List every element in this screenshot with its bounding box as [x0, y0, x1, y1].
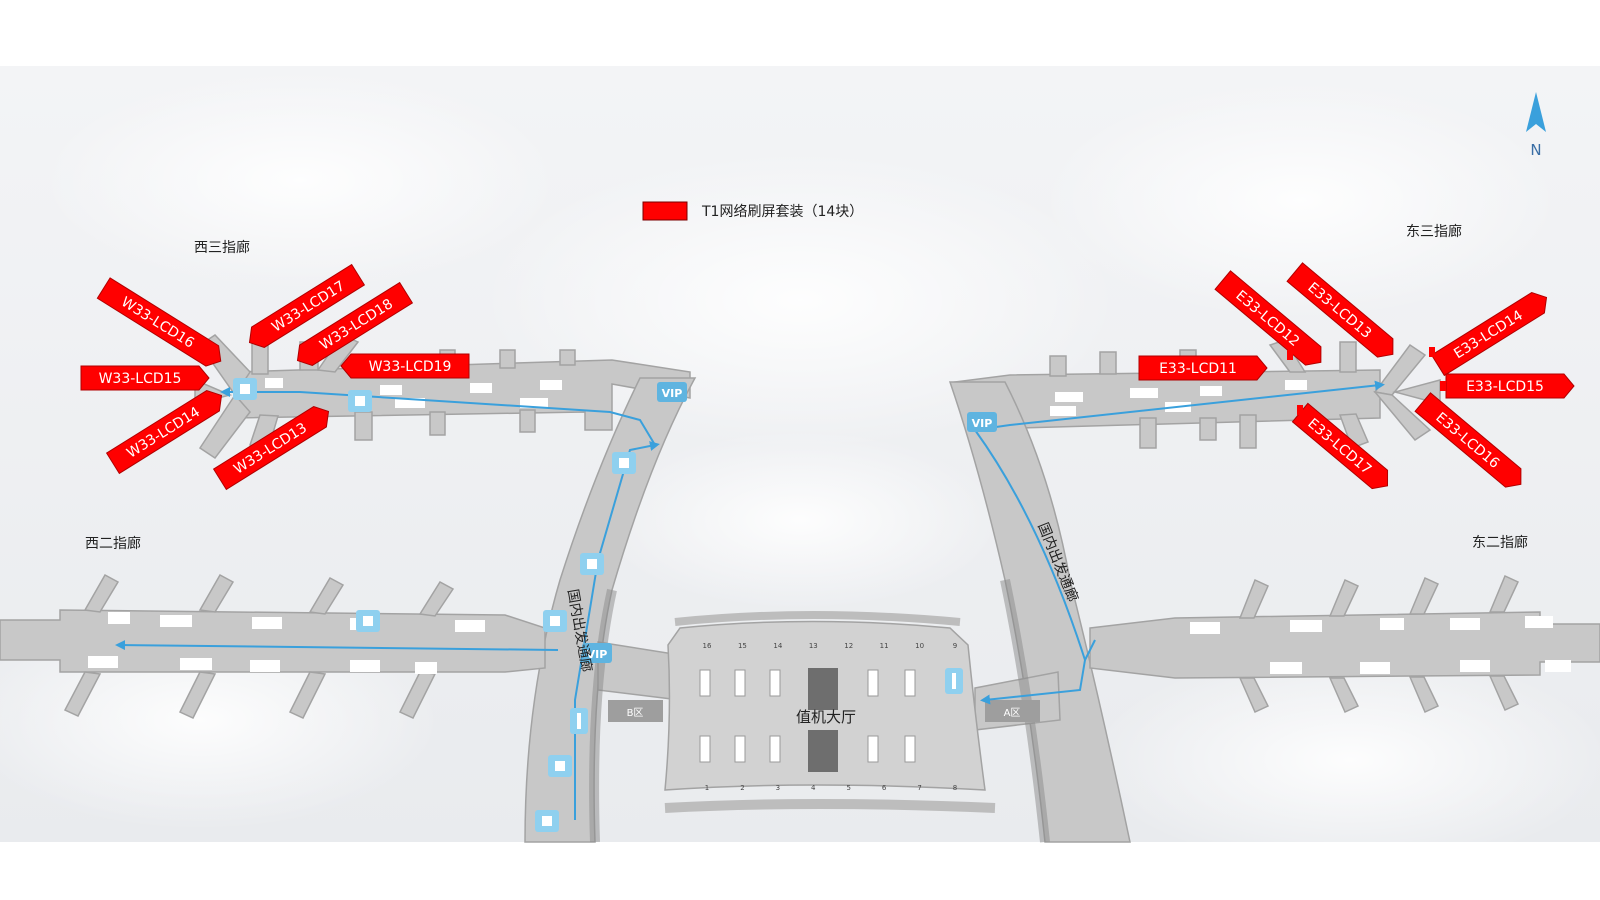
screen-location-marker — [207, 393, 213, 403]
counter-number: 15 — [738, 642, 747, 650]
zone-b-block — [608, 700, 663, 722]
counter-number: 6 — [882, 784, 887, 792]
compass-label: N — [1530, 141, 1541, 159]
counter-number: 4 — [811, 784, 816, 792]
west3-pier — [194, 334, 691, 460]
screen-callout[interactable]: E33-LCD15 — [1445, 373, 1575, 399]
gift-icon — [548, 755, 572, 777]
gift-icon — [535, 810, 559, 832]
screen-location-marker — [347, 361, 353, 371]
screen-location-marker — [197, 373, 203, 383]
restroom-icon — [570, 708, 588, 734]
screen-location-marker — [315, 410, 321, 420]
west3-gates — [265, 378, 562, 408]
west2-pier — [0, 573, 546, 719]
gift-icon — [233, 378, 257, 400]
gift-shop-icons — [233, 378, 636, 832]
screen-banner — [212, 406, 330, 491]
vip-lounge-east: VIP — [967, 412, 997, 432]
counter-number: 10 — [915, 642, 924, 650]
screen-label: W33-LCD15 — [99, 371, 182, 387]
screen-location-marker — [203, 347, 209, 357]
screen-location-marker — [302, 347, 308, 357]
area-label-east3: 东三指廊 — [1406, 223, 1462, 240]
restroom-icons — [570, 668, 963, 734]
vip-label: VIP — [587, 648, 608, 661]
screen-banner — [1286, 262, 1394, 358]
screen-callout[interactable]: W33-LCD15 — [80, 365, 210, 391]
zone-a-block — [985, 700, 1040, 722]
screen-callout[interactable]: W33-LCD19 — [340, 353, 470, 379]
counter-number: 2 — [740, 784, 744, 792]
east2-gates — [1190, 616, 1571, 674]
compass: N — [1526, 92, 1546, 159]
screen-location-marker — [1255, 363, 1261, 373]
screen-label: W33-LCD19 — [369, 359, 452, 375]
screen-banner — [1214, 270, 1322, 366]
screen-location-marker — [1425, 403, 1431, 413]
vip-lounge-west: VIP — [657, 382, 687, 402]
screen-banner — [1138, 355, 1268, 381]
screen-banner — [1445, 373, 1575, 399]
screen-banner — [80, 365, 210, 391]
north-arrow-icon — [1526, 92, 1546, 132]
legend: T1网络刷屏套装（14块） — [642, 201, 863, 221]
legend-label: T1网络刷屏套装（14块） — [701, 204, 863, 220]
gift-icon — [612, 452, 636, 474]
screen-location-marker — [1440, 381, 1446, 391]
screen-label: E33-LCD11 — [1159, 361, 1237, 377]
counter-number: 14 — [773, 642, 782, 650]
counter-number: 5 — [846, 784, 850, 792]
area-label-west3: 西三指廊 — [194, 239, 250, 256]
gift-icon — [543, 610, 567, 632]
area-label-west2: 西二指廊 — [85, 535, 141, 552]
counter-number: 13 — [809, 642, 818, 650]
hall-label: 值机大厅 — [796, 708, 856, 726]
screen-callout[interactable]: E33-LCD11 — [1138, 355, 1268, 381]
vip-lounge-west-2: VIP — [582, 643, 612, 663]
screen-banner — [340, 353, 470, 379]
west2-gates — [88, 612, 485, 674]
cloud-texture — [0, 70, 1600, 870]
screen-banner — [1430, 292, 1548, 377]
counter-number: 7 — [917, 784, 921, 792]
restroom-icon — [945, 668, 963, 694]
counter-number: 1 — [705, 784, 709, 792]
screen-banner — [1291, 402, 1389, 490]
gift-icon — [348, 390, 372, 412]
counter-number: 16 — [703, 642, 712, 650]
screen-banner — [296, 281, 414, 366]
area-label-east2: 东二指廊 — [1472, 534, 1528, 551]
zone-a-label: A区 — [1004, 707, 1021, 719]
screen-location-marker — [259, 327, 265, 337]
gift-icon — [580, 553, 604, 575]
counter-number: 12 — [844, 642, 853, 650]
west-corridor-wall — [589, 588, 617, 843]
counter-number: 3 — [776, 784, 780, 792]
counter-number: 11 — [880, 642, 889, 650]
vip-label: VIP — [972, 417, 993, 430]
screen-banner — [96, 277, 222, 367]
counter-number: 9 — [953, 642, 957, 650]
screen-location-marker — [1287, 350, 1293, 360]
screen-banner — [1414, 392, 1522, 488]
vip-label: VIP — [662, 387, 683, 400]
screen-location-marker — [1429, 347, 1435, 357]
screen-location-marker — [1377, 340, 1383, 350]
screen-label: E33-LCD15 — [1466, 379, 1544, 395]
counter-number: 8 — [953, 784, 957, 792]
zone-b-label: B区 — [627, 707, 644, 719]
screen-banner — [248, 263, 366, 348]
screen-location-marker — [1297, 405, 1303, 415]
gift-icon — [356, 610, 380, 632]
screen-banner — [105, 390, 223, 475]
legend-swatch — [642, 201, 688, 221]
